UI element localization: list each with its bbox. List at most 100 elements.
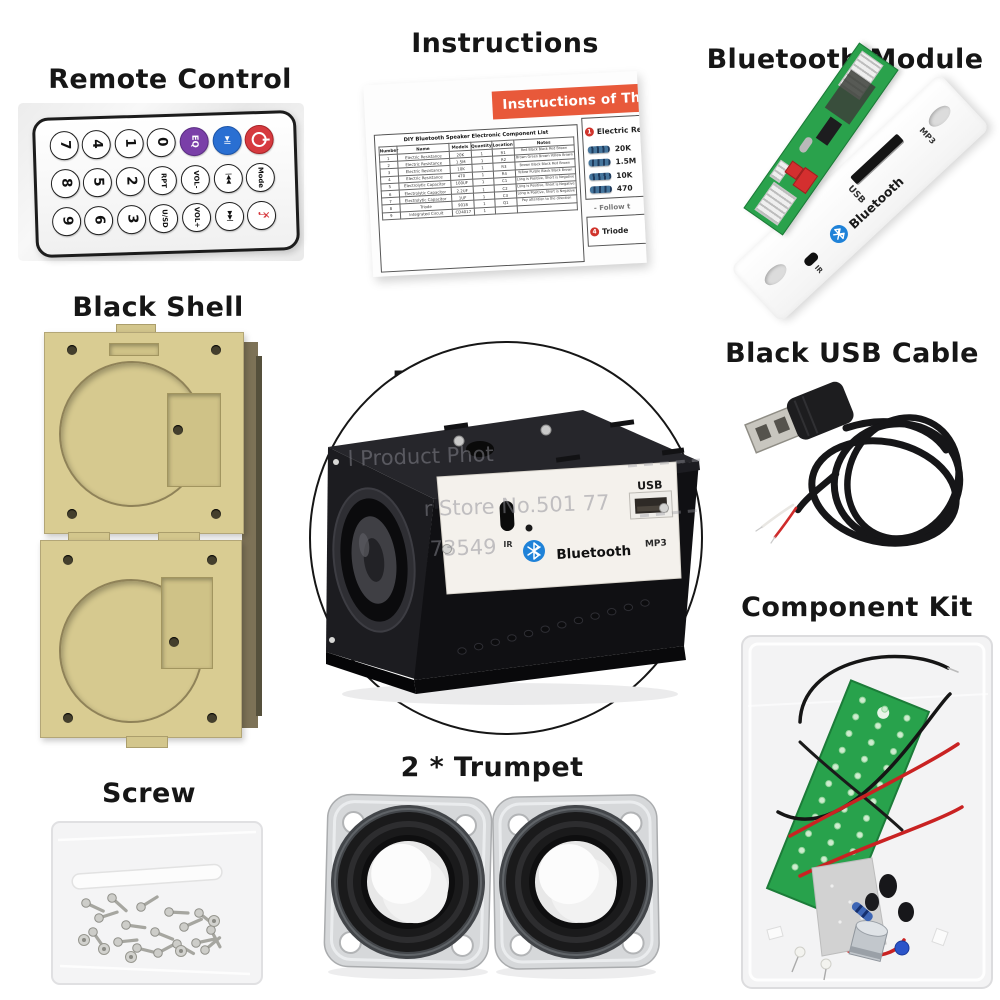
svg-text:73549: 73549 <box>429 535 497 561</box>
instructions-banner: Instructions of The <box>491 82 647 120</box>
kit-pcb <box>765 679 931 921</box>
screw-head <box>81 898 91 908</box>
remote-button-mute: ♪✕ <box>246 200 277 230</box>
screw <box>453 435 465 447</box>
screw <box>329 637 335 643</box>
finished-show-photo: USB IR Bluetooth MP3 l Product Phot r St… <box>326 410 703 705</box>
white-connector <box>754 181 797 226</box>
kit-led <box>794 946 806 958</box>
screw-hole <box>211 509 221 519</box>
button-label: 0 <box>154 137 171 148</box>
kit-transistor <box>898 902 914 922</box>
kit-white-part <box>766 925 784 941</box>
remote-button-playpause: ▶|| <box>211 125 242 156</box>
resistor-value: 1.5M <box>615 156 637 167</box>
led-hole <box>457 647 467 655</box>
button-label: 5 <box>90 177 107 188</box>
screw <box>540 424 552 436</box>
bluetooth-bracket-panel: USB MP3 Bluetooth IR <box>730 73 990 323</box>
led-hole <box>540 625 550 633</box>
solder-pad <box>825 780 833 788</box>
mp3-label: MP3 <box>645 538 667 549</box>
chip <box>815 116 843 146</box>
shell-stack-edge <box>242 342 258 728</box>
playpause-icon: ▶|| <box>223 136 231 145</box>
led-row <box>457 599 650 655</box>
solder-pad <box>845 730 853 738</box>
speaker-box-top-face <box>328 410 699 499</box>
label-black-usb-cable: Black USB Cable <box>725 338 979 369</box>
ir-sensor <box>499 501 515 531</box>
solder-pad <box>860 755 868 763</box>
kit-white-part <box>931 927 949 947</box>
screw-head <box>164 907 174 917</box>
solder-pad <box>881 705 889 713</box>
resistor-icon <box>588 158 611 167</box>
led-hole <box>623 603 634 612</box>
solder-pad <box>805 830 813 838</box>
led-hole <box>557 621 567 629</box>
led-hole <box>473 642 484 651</box>
bluetooth-label: Bluetooth <box>556 543 632 563</box>
trumpet-left <box>323 793 493 971</box>
solder-pad <box>827 839 835 847</box>
label-black-shell: Black Shell <box>72 292 244 323</box>
screw-head <box>132 943 142 953</box>
screw-pile <box>78 893 222 963</box>
vent-slot <box>661 447 685 456</box>
screw-head <box>191 938 201 948</box>
led-hole <box>640 599 650 607</box>
screw-head <box>200 945 210 955</box>
button-label: 8 <box>57 178 75 189</box>
solder-pad <box>831 763 839 771</box>
rect-cutout <box>167 393 221 487</box>
step-number-badge: 1 <box>584 127 595 137</box>
remote-button-9: 9 <box>51 206 82 237</box>
solder-pad <box>838 746 846 754</box>
resistor-icon <box>587 144 610 154</box>
follow-note: - Follow t <box>593 202 631 213</box>
kit-led <box>820 958 832 970</box>
solder-pad <box>903 714 911 722</box>
remote-button-EQ: EQ <box>179 126 210 157</box>
button-label: 9 <box>59 216 76 227</box>
button-label: EQ <box>189 134 200 148</box>
screw-hole <box>207 713 217 723</box>
remote-button-VOL-: VOL- <box>180 164 211 195</box>
led-hole <box>523 629 534 638</box>
solder-pad <box>818 796 826 804</box>
side-speaker <box>332 487 416 633</box>
solder-pad <box>791 863 799 871</box>
resistor-value: 470 <box>616 183 633 194</box>
solder-pad <box>852 713 860 721</box>
solder-pad <box>847 789 855 797</box>
button-label: 7 <box>56 140 73 151</box>
resistor-value: 10K <box>615 169 633 180</box>
led-hole <box>573 616 584 625</box>
usb-cable-photo <box>744 381 964 547</box>
kit-transistor <box>879 874 897 898</box>
trumpet-right <box>492 794 660 970</box>
panel-screw <box>659 503 669 513</box>
bluetooth-logo-icon <box>826 221 852 247</box>
remote-button-3: 3 <box>116 204 147 235</box>
screw-hole <box>67 509 77 519</box>
button-label: 4 <box>89 139 106 150</box>
slot-cutout <box>109 343 159 356</box>
shell-panel-bottom <box>40 540 242 738</box>
screw <box>333 459 339 465</box>
front-panel <box>436 461 682 595</box>
solder-pad <box>889 748 897 756</box>
solder-pad <box>874 722 882 730</box>
resistor-item: 1.5M <box>588 155 647 168</box>
step-number-badge: 4 <box>589 227 600 237</box>
screw-head <box>107 893 117 903</box>
screw-head <box>113 937 123 947</box>
box-base <box>414 646 686 694</box>
label-screw: Screw <box>101 778 197 809</box>
